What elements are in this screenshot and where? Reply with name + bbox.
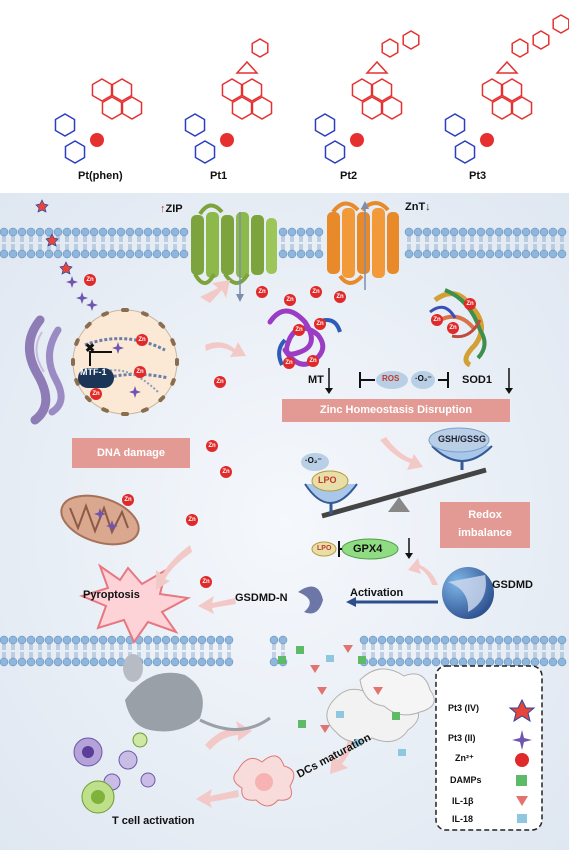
t-cell-activation-label: T cell activation	[112, 815, 195, 827]
endoplasmic-reticulum	[25, 315, 65, 425]
complex-label-pt2: Pt2	[340, 170, 358, 182]
gsdmd-label: GSDMD	[492, 579, 533, 591]
zinc-ion: Zn	[284, 294, 296, 306]
legend-zinc: Zn²⁺	[455, 753, 474, 763]
gpx4-label: GPX4	[353, 543, 383, 555]
gpx4-lpo-label: LPO	[317, 545, 332, 552]
gsdmd-protein	[298, 567, 494, 619]
zinc-ion: Zn	[314, 318, 326, 330]
legend-damps: DAMPs	[450, 775, 482, 785]
mouse	[123, 654, 271, 732]
gsh-gssg-label: GSH/GSSG	[438, 434, 487, 444]
zinc-ion: Zn	[134, 366, 146, 378]
zinc-ion: Zn	[310, 286, 322, 298]
lpo-label: LPO	[318, 475, 337, 485]
zinc-ion: Zn	[464, 298, 476, 310]
pyroptosis-label: Pyroptosis	[83, 589, 140, 601]
gsdmd-n-label: GSDMD-N	[235, 592, 288, 604]
superoxide-label: ·O₂⁻	[415, 374, 432, 383]
mt-label: MT	[308, 374, 324, 386]
zinc-ion: Zn	[283, 357, 295, 369]
zinc-ion: Zn	[200, 576, 212, 588]
zinc-ion: Zn	[136, 334, 148, 346]
activation-label: Activation	[350, 587, 404, 599]
top-membrane	[0, 227, 567, 259]
complex-label-ptphen: Pt(phen)	[78, 170, 123, 182]
gpx4-node	[311, 538, 413, 560]
zinc-ion: Zn	[307, 355, 319, 367]
zinc-ion: Zn	[84, 274, 96, 286]
complex-label-pt3: Pt3	[469, 170, 487, 182]
complex-label-pt1: Pt1	[210, 170, 228, 182]
zinc-ion: Zn	[90, 388, 102, 400]
ros-label: ROS	[382, 374, 400, 383]
legend-markers	[508, 698, 536, 823]
bottom-membrane	[0, 635, 567, 667]
redox-seesaw	[301, 427, 493, 519]
zinc-ion: Zn	[256, 286, 268, 298]
sod1-protein	[429, 288, 487, 368]
legend-pt3-iv: Pt3 (IV)	[448, 703, 480, 713]
seesaw-superoxide-label: ·O₂⁻	[305, 456, 322, 465]
zinc-ion: Zn	[206, 440, 218, 452]
zinc-ion: Zn	[334, 291, 346, 303]
zip-label: ↑ZIP	[160, 203, 183, 215]
znt-label: ZnT↓	[405, 201, 431, 213]
zinc-ion: Zn	[214, 376, 226, 388]
zinc-homeostasis-box: Zinc Homeostasis Disruption	[282, 399, 510, 422]
nucleus: ✖	[71, 308, 179, 416]
zinc-ion: Zn	[186, 514, 198, 526]
zip-channel	[191, 203, 277, 302]
released-factors	[278, 645, 406, 756]
svg-text:✖: ✖	[85, 341, 95, 355]
legend-box	[435, 665, 543, 831]
sod1-label: SOD1	[462, 374, 492, 386]
zinc-ion: Zn	[122, 494, 134, 506]
zinc-ion: Zn	[447, 322, 459, 334]
znt-channel	[327, 201, 399, 290]
zinc-ion: Zn	[220, 466, 232, 478]
ros-inhibition	[325, 368, 513, 394]
legend-il18: IL-18	[452, 814, 474, 824]
t-cells	[73, 732, 156, 814]
zinc-ion: Zn	[293, 324, 305, 336]
zinc-ion: Zn	[431, 314, 443, 326]
platinum-complexes	[35, 199, 141, 532]
flow-arrows	[156, 280, 438, 808]
dendritic-cells	[233, 668, 435, 807]
dna-damage-box: DNA damage	[72, 438, 190, 468]
mtf1-label: MTF-1	[80, 367, 107, 377]
legend-pt3-ii: Pt3 (II)	[448, 733, 476, 743]
legend-il1b: IL-1β	[452, 796, 474, 806]
